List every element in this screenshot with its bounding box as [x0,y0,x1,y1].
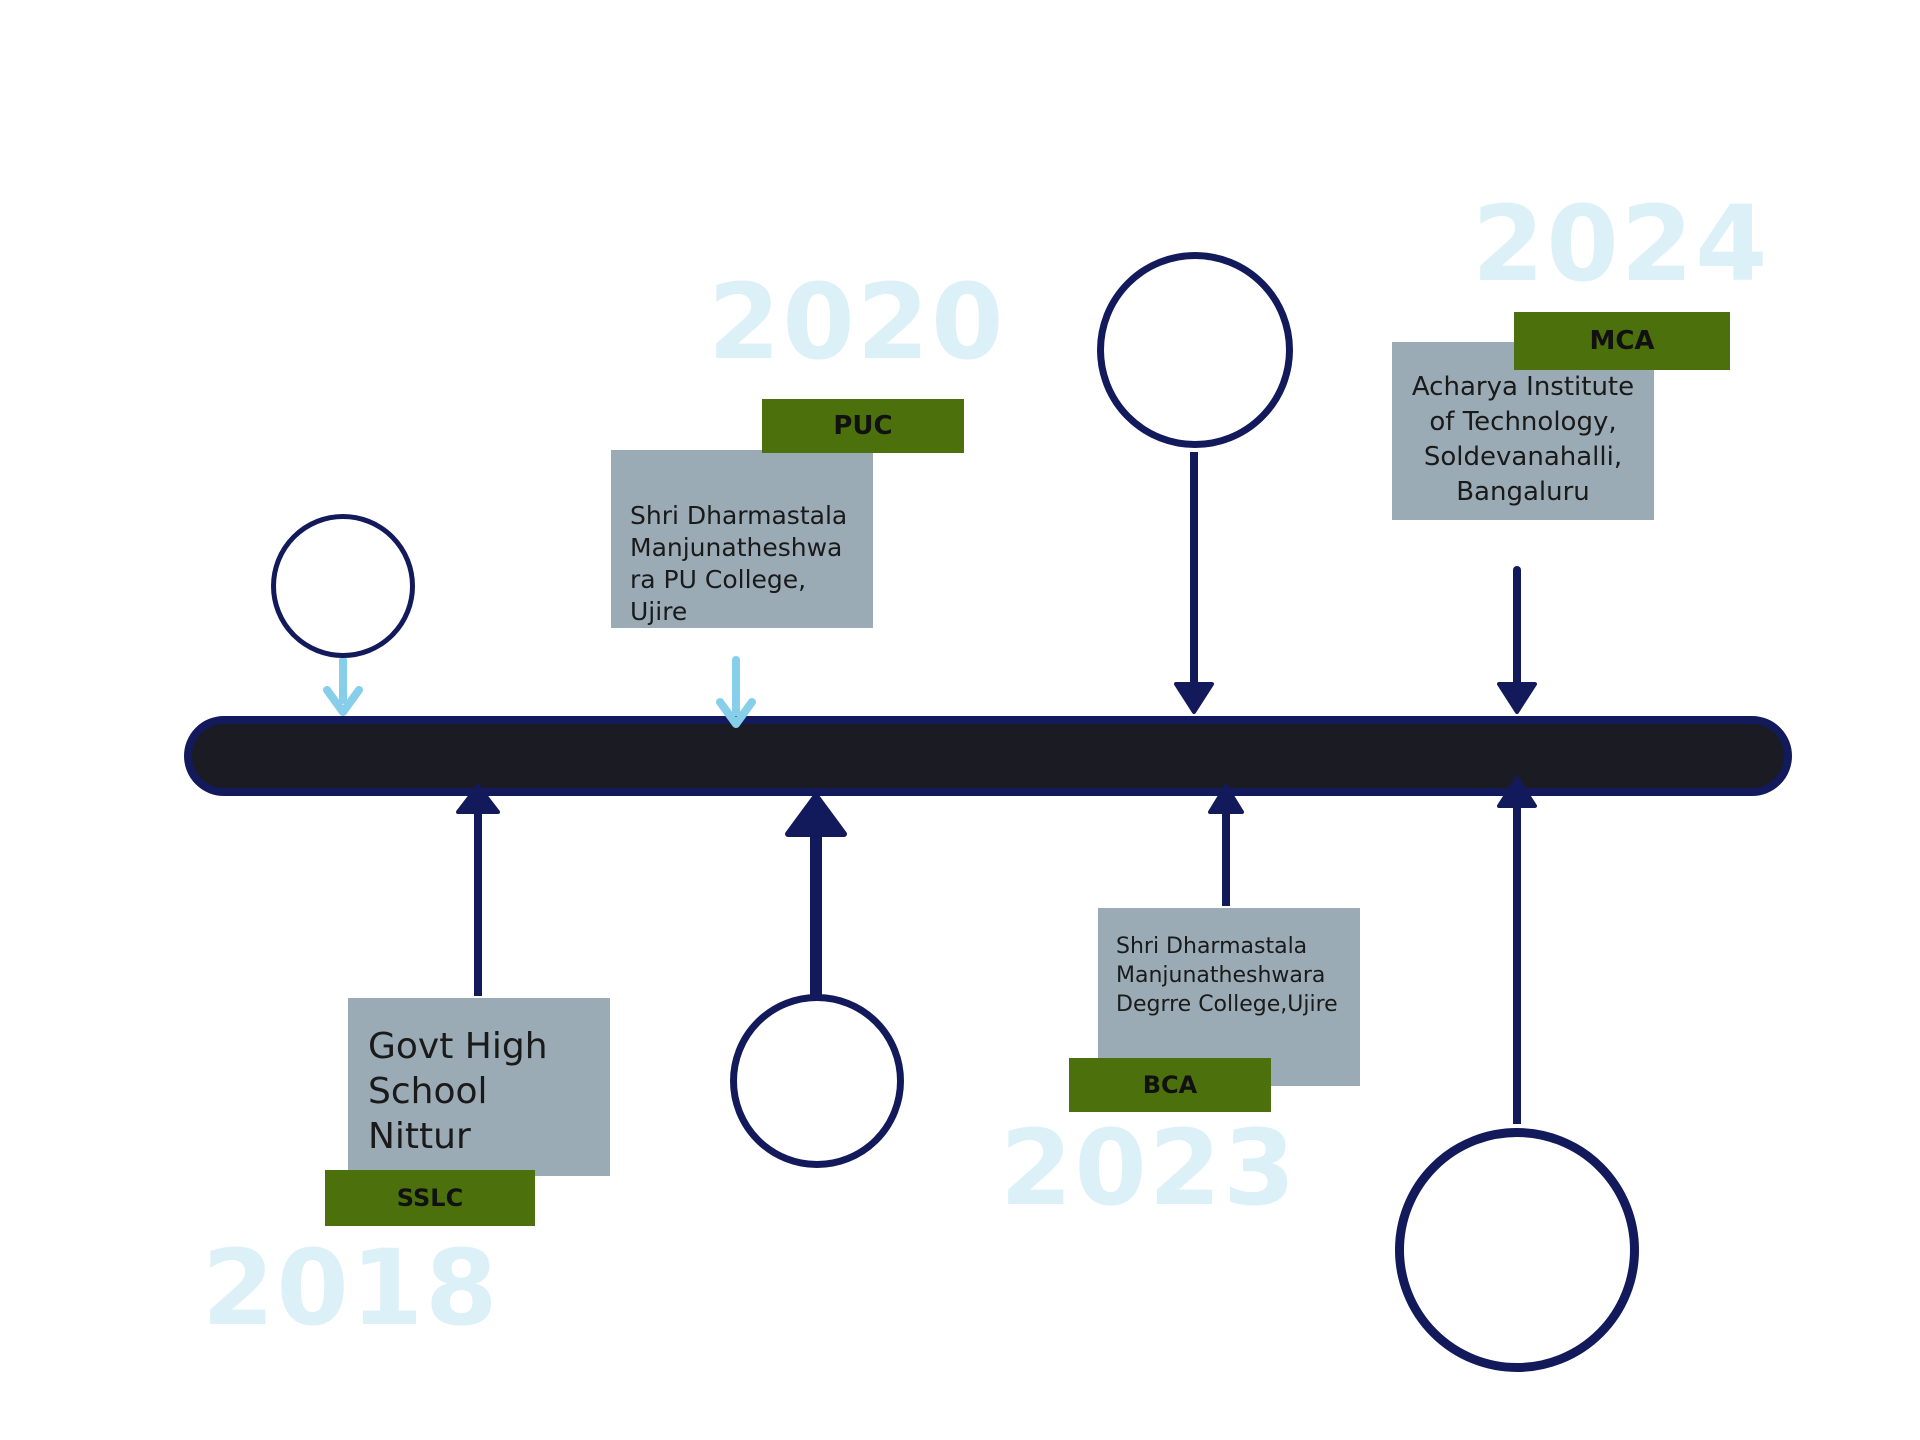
year-label-2018: 2018 [202,1227,500,1349]
circle-icon [730,994,904,1168]
institution-card-2020: Shri Dharmastala Manjunatheshwa ra PU Co… [611,450,873,628]
arrowhead-up-icon [1208,784,1244,814]
institution-name: Acharya Institute of Technology, Soldeva… [1411,372,1635,507]
institution-name: Govt High School Nittur [368,1026,548,1157]
year-label-2024: 2024 [1472,183,1770,305]
level-badge-puc: PUC [762,399,964,453]
arrowhead-down-icon [1497,682,1537,714]
arrowhead-up-icon [456,784,500,814]
year-label-2020: 2020 [708,261,1006,383]
institution-card-2024: Acharya Institute of Technology, Soldeva… [1392,342,1654,520]
circle-icon [1097,252,1293,448]
arrowhead-down-icon [1174,682,1214,714]
arrowhead-down-icon [323,686,363,716]
arrowhead-up-icon [785,793,847,837]
arrowhead-down-icon [716,698,756,728]
level-badge-mca: MCA [1514,312,1730,370]
institution-name: Shri Dharmastala Manjunatheshwara Degrre… [1116,934,1338,1017]
arrowhead-up-icon [1497,776,1537,808]
level-badge-sslc: SSLC [325,1170,535,1226]
level-badge-bca: BCA [1069,1058,1271,1112]
circle-icon [1395,1128,1639,1372]
institution-card-2023: Shri Dharmastala Manjunatheshwara Degrre… [1098,908,1360,1086]
institution-name: Shri Dharmastala Manjunatheshwa ra PU Co… [630,501,848,626]
institution-card-2018: Govt High School Nittur [348,998,610,1176]
year-label-2023: 2023 [1000,1107,1298,1229]
timeline-bar [184,716,1792,796]
circle-icon [271,514,415,658]
